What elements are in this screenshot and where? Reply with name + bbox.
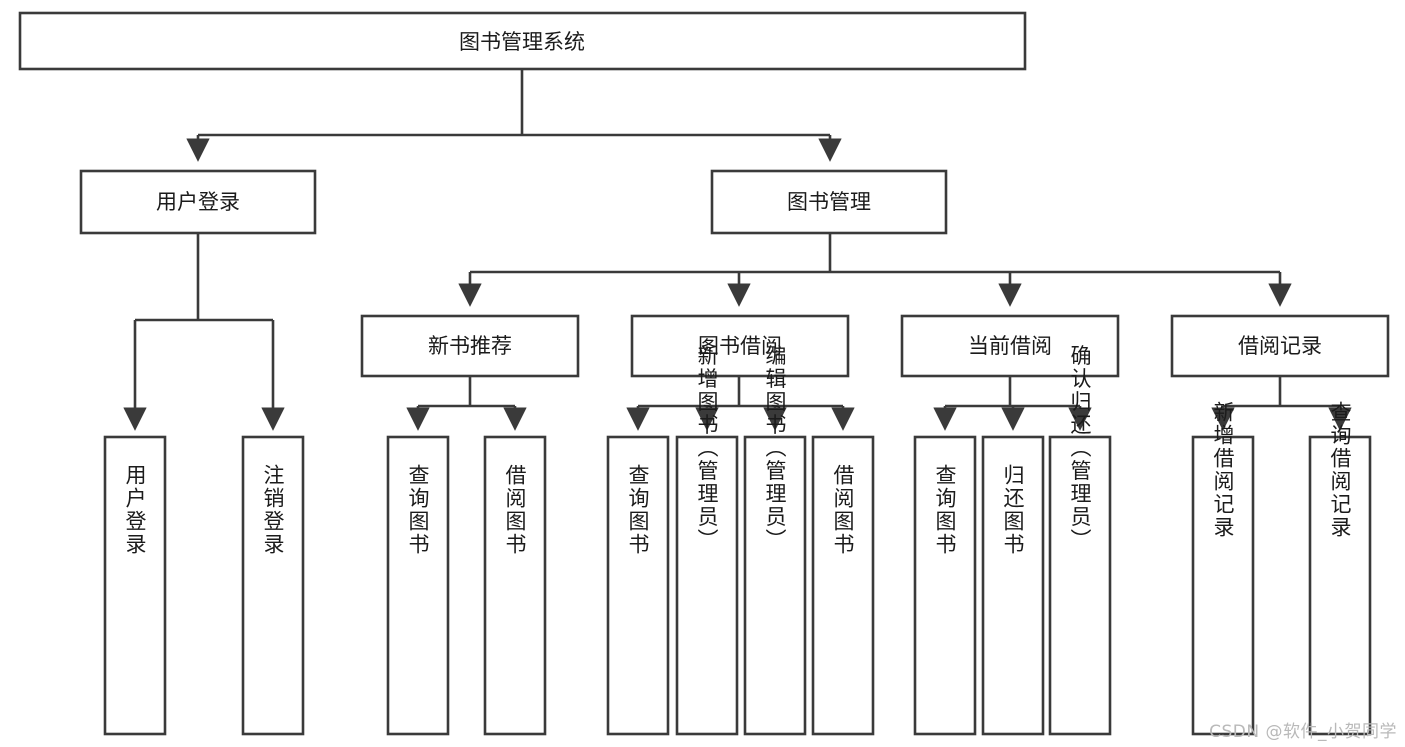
node-book-management[interactable]: 图书管理	[710, 169, 948, 235]
leaf-borrow-records-1-box[interactable]	[1191, 435, 1255, 736]
node-new-book-recommend-label: 新书推荐	[428, 334, 512, 358]
node-borrow-records-box[interactable]	[1170, 314, 1390, 378]
leaf-new-book-recommend-1-box[interactable]	[386, 435, 450, 736]
leaf-new-book-recommend-2[interactable]: 借阅图书	[483, 435, 547, 736]
leaf-book-borrow-2-label: 新增图书（管理员）	[695, 345, 719, 552]
leaf-book-borrow-1[interactable]: 查询图书	[606, 435, 670, 736]
connector-group-currentborrow-to-leaves	[933, 376, 1092, 431]
node-new-book-recommend-box[interactable]	[360, 314, 580, 378]
leaf-user-login-2-box[interactable]	[241, 435, 305, 736]
leaf-new-book-recommend-1-label: 查询图书	[406, 464, 430, 556]
leaf-book-borrow-3[interactable]: 编辑图书（管理员）	[743, 345, 807, 736]
leaf-borrow-records-2-box[interactable]	[1308, 435, 1372, 736]
leaf-book-borrow-4[interactable]: 借阅图书	[811, 435, 875, 736]
node-root[interactable]: 图书管理系统	[18, 11, 1027, 71]
leaf-user-login-1[interactable]: 用户登录	[103, 435, 167, 736]
leaf-user-login-2-label: 注销登录	[261, 464, 285, 556]
leaf-current-borrow-1-label: 查询图书	[933, 464, 957, 556]
node-book-borrow-label: 图书借阅	[698, 334, 782, 358]
connector-group-root-to-level2	[186, 69, 842, 162]
node-user-login[interactable]: 用户登录	[79, 169, 317, 235]
node-book-management-box[interactable]	[710, 169, 948, 235]
node-book-borrow[interactable]: 图书借阅	[630, 314, 850, 378]
connector-group-userlogin-to-leaves	[123, 234, 285, 431]
node-root-box[interactable]	[18, 11, 1027, 71]
leaf-new-book-recommend-2-label: 借阅图书	[503, 464, 527, 556]
leaf-book-borrow-4-box[interactable]	[811, 435, 875, 736]
leaf-book-borrow-1-label: 查询图书	[626, 464, 650, 556]
leaf-book-borrow-3-box[interactable]	[743, 435, 807, 736]
leaf-user-login-1-box[interactable]	[103, 435, 167, 736]
leaf-book-borrow-2-box[interactable]	[675, 435, 739, 736]
leaf-current-borrow-3-label: 确认归还（管理员）	[1068, 345, 1092, 552]
leaf-current-borrow-1[interactable]: 查询图书	[913, 435, 977, 736]
connector-group-newbook-to-leaves	[406, 376, 527, 431]
node-current-borrow-label: 当前借阅	[968, 334, 1052, 358]
node-new-book-recommend[interactable]: 新书推荐	[360, 314, 580, 378]
leaf-book-borrow-2[interactable]: 新增图书（管理员）	[675, 345, 739, 736]
leaf-borrow-records-2-label: 查询借阅记录	[1328, 401, 1352, 539]
leaf-book-borrow-3-label: 编辑图书（管理员）	[763, 345, 787, 552]
node-user-login-box[interactable]	[79, 169, 317, 235]
node-borrow-records-label: 借阅记录	[1238, 334, 1322, 358]
leaf-book-borrow-4-label: 借阅图书	[831, 464, 855, 556]
leaf-user-login-1-label: 用户登录	[123, 464, 147, 556]
leaf-borrow-records-2[interactable]: 查询借阅记录	[1308, 401, 1372, 736]
leaf-current-borrow-3[interactable]: 确认归还（管理员）	[1048, 345, 1112, 736]
leaf-current-borrow-1-box[interactable]	[913, 435, 977, 736]
leaf-current-borrow-2-label: 归还图书	[1001, 464, 1025, 556]
leaf-current-borrow-2[interactable]: 归还图书	[981, 435, 1045, 736]
leaf-borrow-records-1-label: 新增借阅记录	[1211, 401, 1235, 539]
node-book-borrow-box[interactable]	[630, 314, 850, 378]
leaf-current-borrow-2-box[interactable]	[981, 435, 1045, 736]
node-book-management-label: 图书管理	[787, 190, 871, 214]
connector-group-bookmgmt-to-level3	[458, 234, 1292, 307]
connector-group-borrowrecords-to-leaves	[1211, 376, 1352, 431]
leaf-new-book-recommend-2-box[interactable]	[483, 435, 547, 736]
leaf-current-borrow-3-box[interactable]	[1048, 435, 1112, 736]
node-user-login-label: 用户登录	[156, 190, 240, 214]
node-current-borrow-box[interactable]	[900, 314, 1120, 378]
leaf-book-borrow-1-box[interactable]	[606, 435, 670, 736]
leaf-borrow-records-1[interactable]: 新增借阅记录	[1191, 401, 1255, 736]
leaf-user-login-2[interactable]: 注销登录	[241, 435, 305, 736]
leaf-new-book-recommend-1[interactable]: 查询图书	[386, 435, 450, 736]
node-root-label: 图书管理系统	[459, 30, 585, 54]
node-borrow-records[interactable]: 借阅记录	[1170, 314, 1390, 378]
node-current-borrow[interactable]: 当前借阅	[900, 314, 1120, 378]
connector-group-bookborrow-to-leaves	[626, 376, 855, 431]
